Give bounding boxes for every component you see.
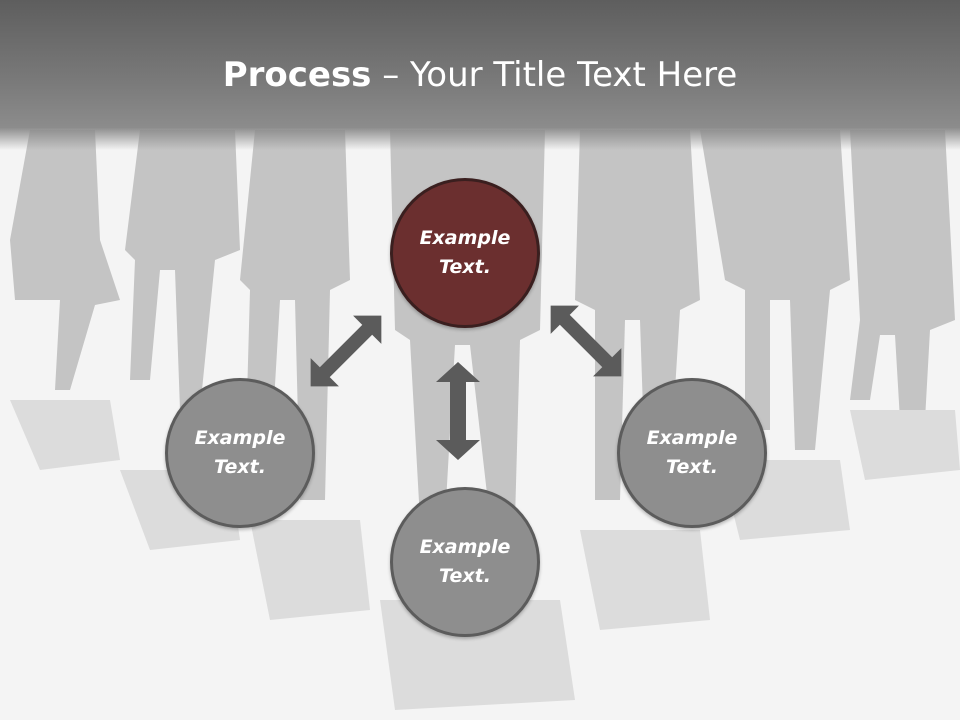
process-node-left: Example Text. <box>165 378 315 528</box>
double-arrow-icon <box>436 362 480 460</box>
title-rest: – Your Title Text Here <box>371 55 738 95</box>
node-label: Example Text. <box>194 427 286 478</box>
node-label: Example Text. <box>419 227 511 278</box>
header-band <box>0 0 960 150</box>
process-node-right: Example Text. <box>617 378 767 528</box>
double-arrow-icon <box>310 315 382 387</box>
process-node-bottom: Example Text. <box>390 487 540 637</box>
node-label: Example Text. <box>419 536 511 587</box>
node-label: Example Text. <box>646 427 738 478</box>
double-arrow-icon <box>550 305 622 377</box>
silhouette-reflections <box>10 400 960 710</box>
page-title: Process – Your Title Text Here <box>0 50 960 100</box>
title-bold: Process <box>222 55 372 95</box>
process-node-top: Example Text. <box>390 178 540 328</box>
